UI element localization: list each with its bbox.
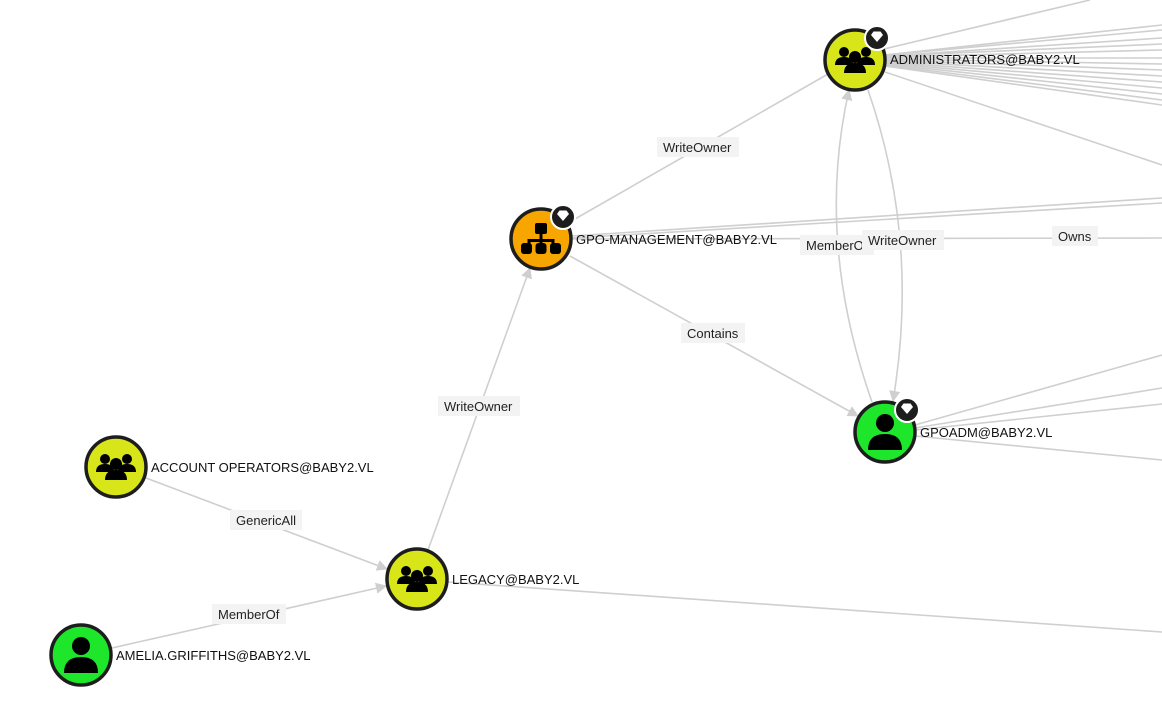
svg-text:LEGACY@BABY2.VL: LEGACY@BABY2.VL — [452, 572, 579, 587]
edge-label-owns: Owns — [1052, 226, 1098, 246]
edges — [111, 73, 904, 649]
svg-text:GPOADM@BABY2.VL: GPOADM@BABY2.VL — [920, 425, 1052, 440]
edge-label-memberof: MemberOf — [212, 604, 286, 624]
svg-text:WriteOwner: WriteOwner — [444, 399, 513, 414]
high-value-icon — [550, 204, 576, 230]
svg-text:ACCOUNT OPERATORS@BABY2.VL: ACCOUNT OPERATORS@BABY2.VL — [151, 460, 374, 475]
edge-label-writeowner: WriteOwner — [438, 396, 520, 416]
node-account-operators[interactable]: ACCOUNT OPERATORS@BABY2.VL — [84, 435, 374, 499]
edge-label-writeowner: WriteOwner — [657, 137, 739, 157]
edge-labels: WriteOwner Contains WriteOwner GenericAl… — [212, 137, 1098, 624]
node-gpoadm[interactable]: GPOADM@BABY2.VL — [853, 397, 1052, 464]
svg-text:GPO-MANAGEMENT@BABY2.VL: GPO-MANAGEMENT@BABY2.VL — [576, 232, 777, 247]
edge-label-memberof: MemberOf — [800, 235, 874, 255]
svg-text:WriteOwner: WriteOwner — [868, 233, 937, 248]
svg-text:WriteOwner: WriteOwner — [663, 140, 732, 155]
svg-text:AMELIA.GRIFFITHS@BABY2.VL: AMELIA.GRIFFITHS@BABY2.VL — [116, 648, 311, 663]
edges-offscreen — [447, 0, 1162, 633]
high-value-icon — [894, 397, 920, 423]
svg-text:GenericAll: GenericAll — [236, 513, 296, 528]
node-gpo-management[interactable]: GPO-MANAGEMENT@BABY2.VL — [509, 204, 777, 271]
svg-text:Contains: Contains — [687, 326, 739, 341]
edge-label-genericall: GenericAll — [230, 510, 302, 530]
node-legacy[interactable]: LEGACY@BABY2.VL — [385, 547, 579, 611]
node-amelia-griffiths[interactable]: AMELIA.GRIFFITHS@BABY2.VL — [49, 623, 311, 687]
node-administrators[interactable]: ADMINISTRATORS@BABY2.VL — [823, 25, 1080, 92]
svg-text:ADMINISTRATORS@BABY2.VL: ADMINISTRATORS@BABY2.VL — [890, 52, 1080, 67]
high-value-icon — [864, 25, 890, 51]
edge-label-writeowner: WriteOwner — [862, 230, 944, 250]
svg-text:MemberOf: MemberOf — [218, 607, 280, 622]
svg-text:Owns: Owns — [1058, 229, 1092, 244]
edge-label-contains: Contains — [681, 323, 745, 343]
svg-text:MemberOf: MemberOf — [806, 238, 868, 253]
